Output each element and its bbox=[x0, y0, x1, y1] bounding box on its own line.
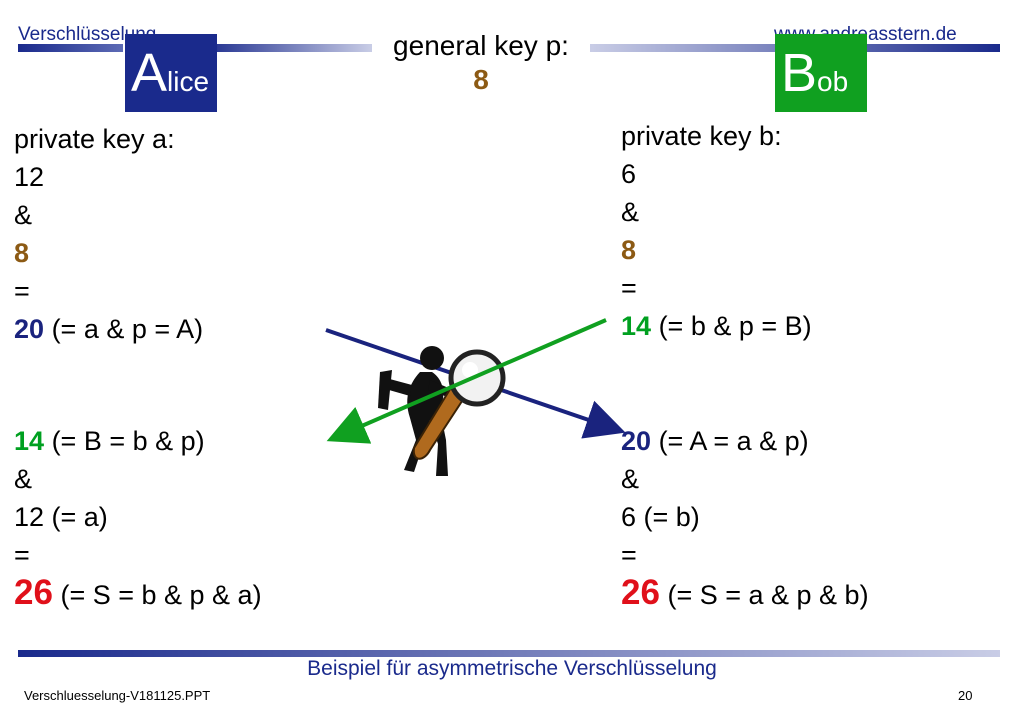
alice-public-note: (= a & p = A) bbox=[51, 314, 204, 344]
alice-received-note: (= B = b & p) bbox=[51, 426, 205, 456]
bob-p-value: 8 bbox=[621, 235, 637, 265]
footer-filename: Verschluesselung-V181125.PPT bbox=[24, 688, 211, 703]
general-key-value: 8 bbox=[473, 64, 489, 95]
alice-eq-2: = bbox=[14, 540, 30, 570]
alice-initial: A bbox=[131, 43, 168, 103]
bob-box: Bob bbox=[775, 34, 867, 112]
bob-rest: ob bbox=[817, 66, 849, 97]
bob-received-line: 20 (= A = a & p) bbox=[621, 422, 869, 460]
bob-private-label: private key b: bbox=[621, 121, 782, 151]
bob-initial: B bbox=[781, 43, 818, 103]
bob-column-lower: 20 (= A = a & p) & 6 (= b) = 26 (= S = a… bbox=[621, 422, 869, 618]
bob-eq-1: = bbox=[621, 273, 637, 303]
general-key: general key p: 8 bbox=[372, 30, 590, 96]
alice-p-value: 8 bbox=[14, 238, 30, 268]
bob-eq-2: = bbox=[621, 540, 637, 570]
alice-column: private key a: 12 & 8 = 20 (= a & p = A) bbox=[14, 120, 203, 348]
alice-amp-1: & bbox=[14, 200, 33, 230]
bob-received-value: 20 bbox=[621, 426, 652, 456]
bob-received-note: (= A = a & p) bbox=[658, 426, 809, 456]
page-number: 20 bbox=[958, 688, 973, 703]
bob-own-key: 6 (= b) bbox=[621, 502, 700, 532]
bob-public-note: (= b & p = B) bbox=[658, 311, 812, 341]
bob-secret-value: 26 bbox=[621, 573, 660, 612]
alice-private-label: private key a: bbox=[14, 124, 175, 154]
alice-own-key: 12 (= a) bbox=[14, 502, 108, 532]
header-title: Verschlüsselung bbox=[18, 24, 157, 45]
alice-secret-note: (= S = b & p & a) bbox=[60, 580, 262, 610]
alice-received-line: 14 (= B = b & p) bbox=[14, 422, 262, 460]
alice-secret-value: 26 bbox=[14, 573, 53, 612]
green-arrow bbox=[326, 318, 607, 444]
alice-received-value: 14 bbox=[14, 426, 45, 456]
bob-public-value: 14 bbox=[621, 311, 652, 341]
alice-secret-line: 26 (= S = b & p & a) bbox=[14, 574, 262, 618]
header-bar-left bbox=[200, 44, 372, 52]
general-key-label: general key p: bbox=[393, 30, 569, 61]
bob-amp-1: & bbox=[621, 197, 640, 227]
header-bar-leftmost bbox=[18, 44, 123, 52]
bob-amp-2: & bbox=[621, 464, 640, 494]
footer-title: Beispiel für asymmetrische Verschlüsselu… bbox=[307, 657, 717, 680]
footer-bar bbox=[18, 650, 1000, 657]
alice-box: Alice bbox=[125, 34, 217, 112]
alice-amp-2: & bbox=[14, 464, 33, 494]
alice-public-value: 20 bbox=[14, 314, 45, 344]
bob-private-value: 6 bbox=[621, 159, 637, 189]
alice-column-lower: 14 (= B = b & p) & 12 (= a) = 26 (= S = … bbox=[14, 422, 262, 618]
bob-secret-line: 26 (= S = a & p & b) bbox=[621, 574, 869, 618]
alice-private-value: 12 bbox=[14, 162, 45, 192]
bob-secret-note: (= S = a & p & b) bbox=[667, 580, 869, 610]
alice-public-line: 20 (= a & p = A) bbox=[14, 310, 203, 348]
alice-rest: lice bbox=[167, 66, 210, 97]
alice-eq-1: = bbox=[14, 276, 30, 306]
bob-column: private key b: 6 & 8 = 14 (= b & p = B) bbox=[621, 117, 812, 345]
bob-public-line: 14 (= b & p = B) bbox=[621, 307, 812, 345]
